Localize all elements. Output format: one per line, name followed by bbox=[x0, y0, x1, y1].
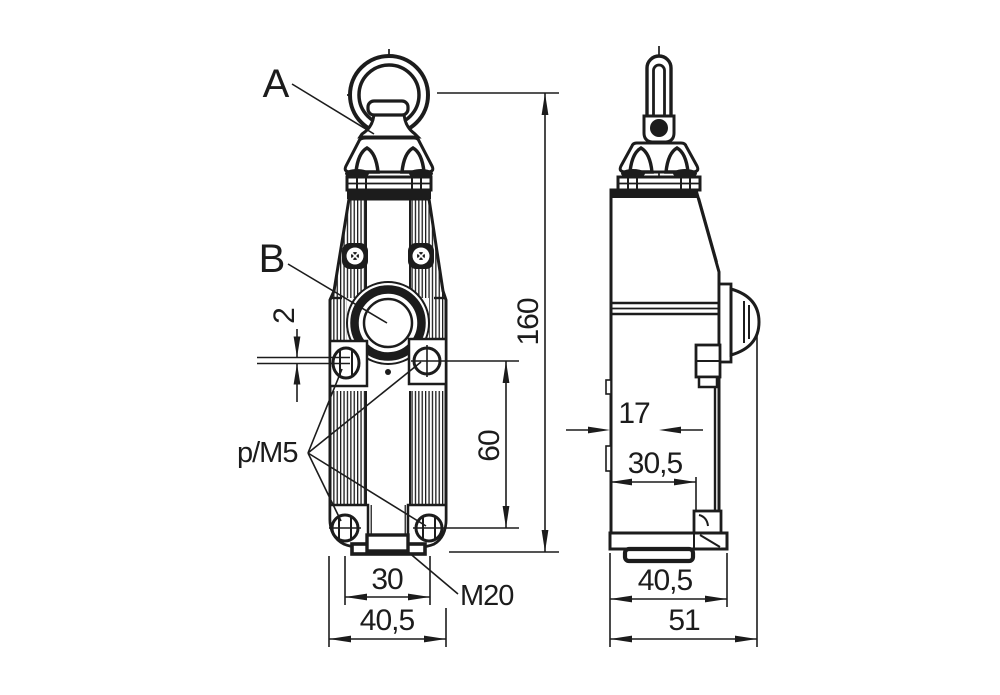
head-cap-side bbox=[616, 141, 702, 192]
dim-height-160: 160 bbox=[437, 92, 559, 553]
dim-depth-30-5: 30,5 bbox=[610, 447, 697, 512]
front-view bbox=[328, 49, 448, 556]
switch-body-side bbox=[605, 188, 721, 535]
dim-spacing-30: 30 bbox=[344, 556, 431, 605]
dim-text-51: 51 bbox=[668, 604, 700, 637]
cable-gland-front bbox=[350, 533, 427, 556]
dim-offset-2: 2 bbox=[257, 308, 350, 402]
clevis bbox=[642, 54, 676, 144]
side-brackets bbox=[692, 343, 723, 535]
dimensions: 2 160 60 30 bbox=[257, 92, 758, 647]
dim-text-40-5-front: 40,5 bbox=[360, 604, 415, 637]
dim-width-40-5: 40,5 bbox=[328, 556, 447, 647]
dim-depth-40-5: 40,5 bbox=[609, 553, 728, 647]
dim-text-40-5-side: 40,5 bbox=[638, 564, 693, 597]
base-flange-side bbox=[608, 531, 729, 564]
dim-text-160: 160 bbox=[512, 298, 545, 345]
dim-text-30-5: 30,5 bbox=[628, 447, 683, 480]
button-face bbox=[362, 297, 414, 349]
push-button bbox=[346, 281, 430, 365]
side-view bbox=[605, 46, 761, 564]
dim-text-60: 60 bbox=[473, 430, 506, 462]
cover-screws bbox=[342, 243, 434, 269]
dim-spacing-60: 60 bbox=[443, 360, 519, 529]
label-a: A bbox=[263, 62, 290, 106]
collar bbox=[345, 175, 433, 192]
body-top-band bbox=[347, 190, 431, 199]
dim-depth-17: 17 bbox=[566, 397, 703, 434]
label-p-m5: p/M5 bbox=[237, 437, 297, 469]
label-b: B bbox=[259, 237, 286, 281]
eye-bolt-shank bbox=[357, 99, 422, 139]
clevis-pin bbox=[650, 119, 668, 137]
push-button-side bbox=[717, 282, 761, 364]
body-top-band-side bbox=[612, 190, 697, 198]
cable-gland-side bbox=[622, 546, 696, 564]
dim-text-30: 30 bbox=[371, 563, 403, 596]
dim-depth-51: 51 bbox=[610, 332, 758, 647]
head-cap bbox=[343, 136, 435, 178]
dim-text-17: 17 bbox=[618, 397, 650, 430]
pilot-dot bbox=[385, 369, 391, 375]
dim-text-2: 2 bbox=[268, 308, 301, 324]
label-m20: M20 bbox=[460, 580, 513, 612]
part-labels: A B p/M5 M20 bbox=[237, 62, 514, 612]
